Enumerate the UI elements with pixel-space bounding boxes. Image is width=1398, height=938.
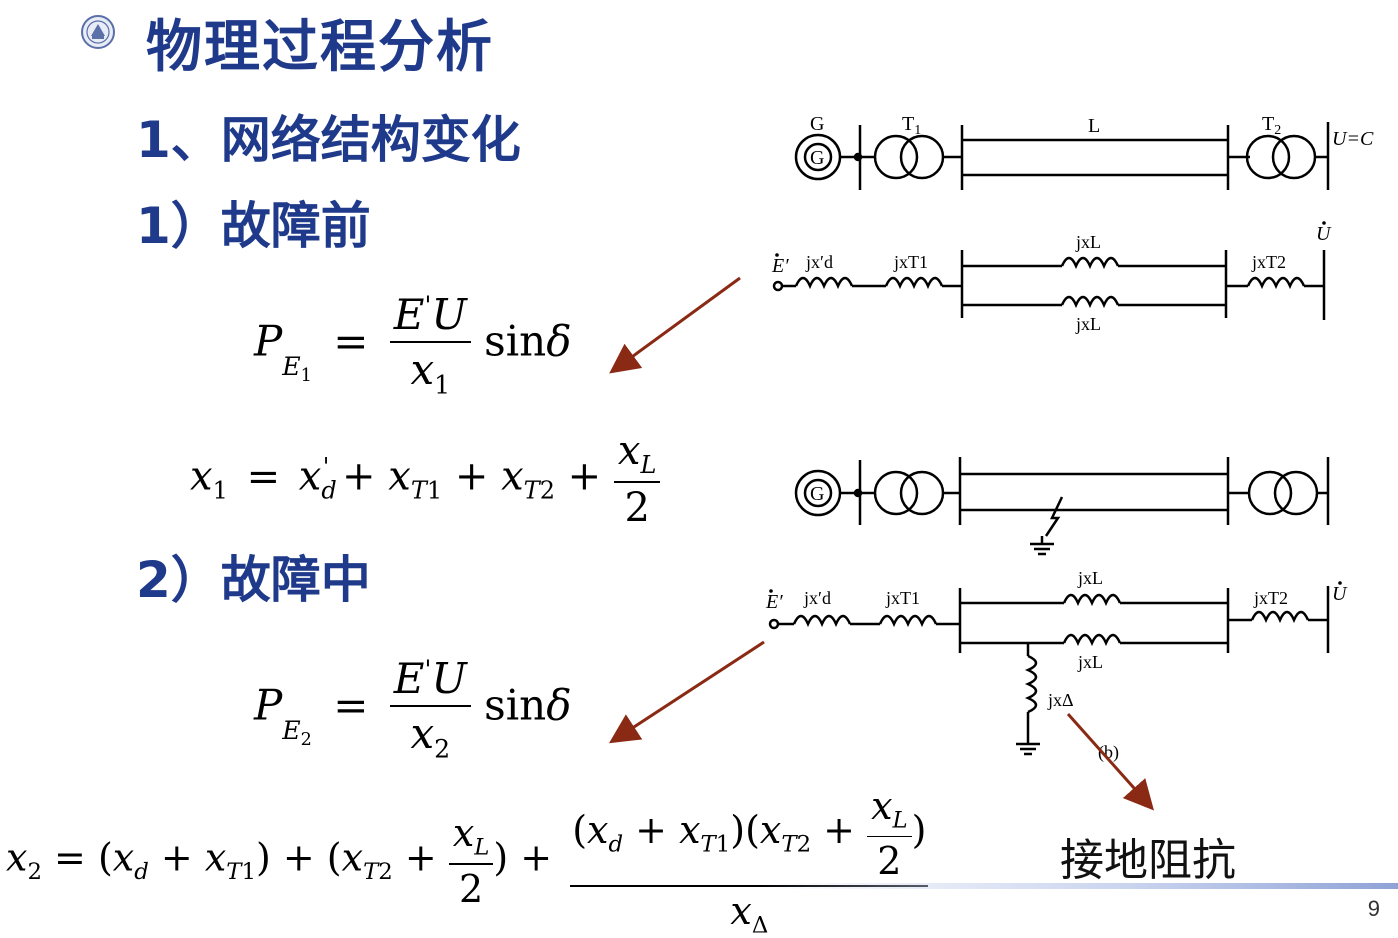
label-E-prime-a: E′ xyxy=(771,255,789,277)
label-G-in-circle-c: G xyxy=(810,483,824,505)
label-T2: T xyxy=(1262,113,1274,135)
label-jxT2-a: jxT2 xyxy=(1251,252,1286,272)
label-T1-sub: 1 xyxy=(914,123,921,138)
page-title: 物理过程分析 xyxy=(146,15,494,80)
label-G-top: G xyxy=(810,113,824,135)
section-heading: 1、网络结构变化 xyxy=(136,111,521,169)
label-jxd-b: jx′d xyxy=(803,588,831,608)
label-E-prime-b: E′ xyxy=(765,591,783,613)
label-b: (b) xyxy=(1098,742,1119,763)
label-jxd-a: jx′d xyxy=(805,252,833,272)
svg-text:T2: T2 xyxy=(1262,113,1281,138)
svg-text:T1: T1 xyxy=(902,113,921,138)
label-jxL-upper-b: jxL xyxy=(1077,568,1103,588)
ground-impedance-label: 接地阻抗 xyxy=(1060,835,1236,886)
label-jxL-lower-a: jxL xyxy=(1075,314,1101,334)
arrow-to-formula-before xyxy=(609,276,741,374)
label-L: L xyxy=(1088,115,1100,137)
label-jxL-lower-b: jxL xyxy=(1077,652,1103,672)
label-jxDelta: jxΔ xyxy=(1047,690,1074,710)
page-number: 9 xyxy=(1367,896,1380,921)
label-T1: T xyxy=(902,113,914,135)
arrow-to-formula-during xyxy=(608,640,765,744)
label-jxT2-b: jxT2 xyxy=(1253,588,1288,608)
label-T2-sub: 2 xyxy=(1274,123,1281,138)
label-G-in-circle-a: G xyxy=(810,147,824,169)
footer-bar xyxy=(760,883,1398,889)
label-jxL-upper-a: jxL xyxy=(1075,232,1101,252)
arrow-to-ground-impedance xyxy=(1066,713,1154,811)
label-U-dot-b: U xyxy=(1332,583,1348,605)
label-jxT1-b: jxT1 xyxy=(885,588,920,608)
subheading-before-fault: 1）故障前 xyxy=(136,197,371,255)
label-jxT1-a: jxT1 xyxy=(893,252,928,272)
subheading-during-fault: 2）故障中 xyxy=(136,551,371,609)
circuit-diagrams: G G T1 L T2 U=C E′ jx′d jxT1 jxL jxL jxT… xyxy=(765,113,1374,763)
label-U-equals-C: U=C xyxy=(1332,128,1374,150)
label-U-dot-a: U xyxy=(1316,223,1332,245)
university-seal-icon xyxy=(81,15,115,49)
